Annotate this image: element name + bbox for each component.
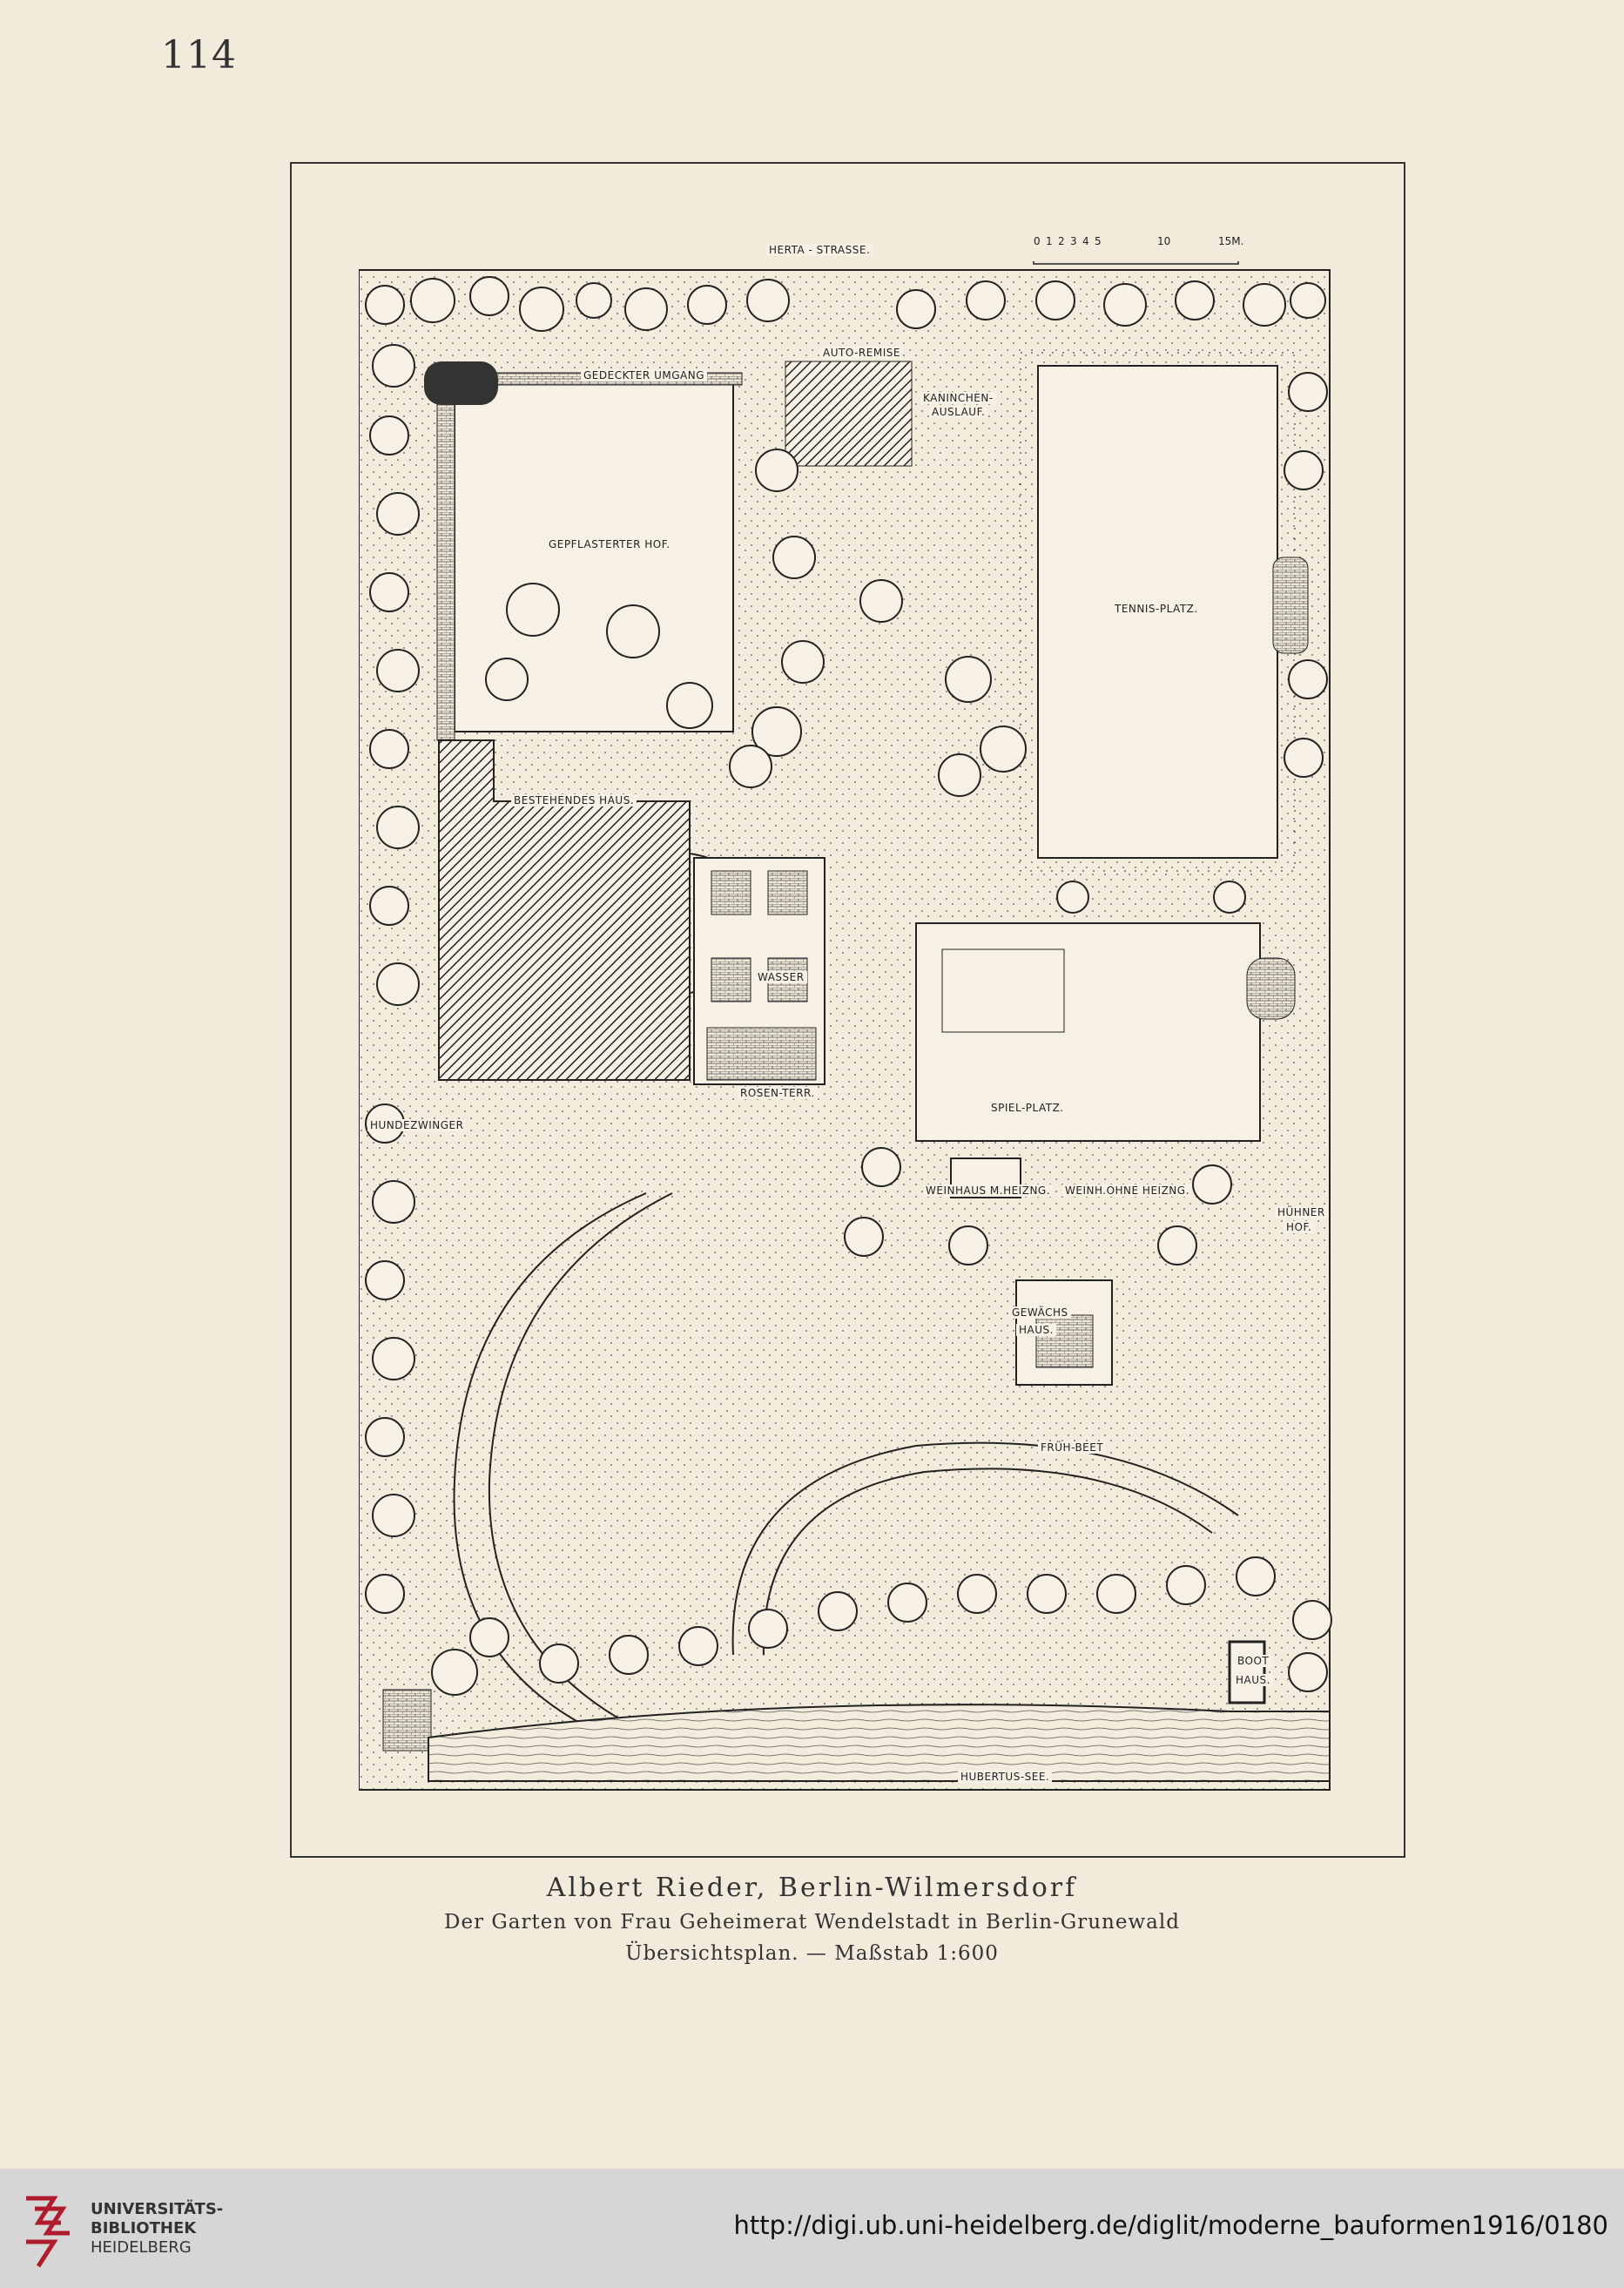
- scale-tick: 10: [1157, 235, 1171, 247]
- scale-tick: 3: [1070, 235, 1077, 247]
- label-huehner-2: HOF.: [1284, 1221, 1315, 1233]
- label-gepflasterter-hof: GEPFLASTERTER HOF.: [546, 538, 673, 550]
- label-boot-2: HAUS.: [1233, 1674, 1273, 1686]
- label-kaninchen-1: KANINCHEN-: [920, 392, 996, 404]
- scale-bar-ticks: 0 1 2 3 4 5 10 15M.: [1034, 235, 1251, 249]
- label-rosen-terr: ROSEN-TERR.: [738, 1087, 818, 1099]
- label-wasser: WASSER: [755, 971, 807, 983]
- permalink-url[interactable]: http://digi.ub.uni-heidelberg.de/diglit/…: [733, 2210, 1608, 2240]
- label-herta-strasse: HERTA - STRASSE.: [766, 244, 873, 256]
- label-spiel-platz: SPIEL-PLATZ.: [988, 1102, 1067, 1114]
- plan-frame: [290, 162, 1405, 1858]
- logo-line-1: UNIVERSITÄTS-: [91, 2200, 224, 2218]
- label-hundezwinger: HUNDEZWINGER: [367, 1119, 467, 1131]
- scale-tick: 5: [1095, 235, 1102, 247]
- scale-tick: 2: [1058, 235, 1065, 247]
- caption-author: Albert Rieder, Berlin-Wilmersdorf: [546, 1873, 1078, 1903]
- caption-scale: Übersichtsplan. — Maßstab 1:600: [625, 1942, 999, 1965]
- logo-line-2: BIBLIOTHEK: [91, 2219, 197, 2237]
- university-logo-icon[interactable]: [19, 2188, 80, 2275]
- label-frueh-beet: FRÜH-BEET: [1038, 1441, 1107, 1454]
- label-kaninchen-2: AUSLAUF.: [929, 406, 988, 418]
- label-gedeckter-umgang: GEDECKTER UMGANG: [581, 369, 708, 381]
- logo-line-3: HEIDELBERG: [91, 2238, 192, 2257]
- label-auto-remise: AUTO-REMISE: [820, 347, 903, 359]
- scale-tick: 15M.: [1218, 235, 1244, 247]
- label-hubertus-see: HUBERTUS-SEE.: [958, 1771, 1053, 1783]
- label-bestehendes-haus: BESTEHENDES HAUS.: [511, 794, 637, 807]
- label-weinhaus-heizung: WEINHAUS M.HEIZNG.: [923, 1184, 1054, 1197]
- university-logo-text: UNIVERSITÄTS- BIBLIOTHEK HEIDELBERG: [91, 2200, 223, 2258]
- garden-plan-drawing: [358, 256, 1332, 1791]
- label-tennis-platz: TENNIS-PLATZ.: [1112, 603, 1201, 615]
- caption-title: Der Garten von Frau Geheimerat Wendelsta…: [444, 1911, 1180, 1934]
- label-weinhaus-ohne: WEINH.OHNE HEIZNG.: [1062, 1184, 1192, 1197]
- scale-tick: 1: [1046, 235, 1053, 247]
- label-boot-1: BOOT: [1235, 1655, 1272, 1667]
- scale-tick: 4: [1082, 235, 1089, 247]
- label-huehner-1: HÜHNER: [1275, 1206, 1328, 1218]
- page-number: 114: [161, 33, 237, 78]
- label-gewaechs-2: HAUS.: [1016, 1324, 1056, 1336]
- footer-bar: UNIVERSITÄTS- BIBLIOTHEK HEIDELBERG http…: [0, 2169, 1624, 2288]
- scale-tick: 0: [1034, 235, 1041, 247]
- garden-plan: HERTA - STRASSE. 0 1 2 3 4 5 10 15M. GED…: [358, 235, 1334, 1799]
- label-gewaechs-1: GEWÄCHS: [1009, 1306, 1071, 1319]
